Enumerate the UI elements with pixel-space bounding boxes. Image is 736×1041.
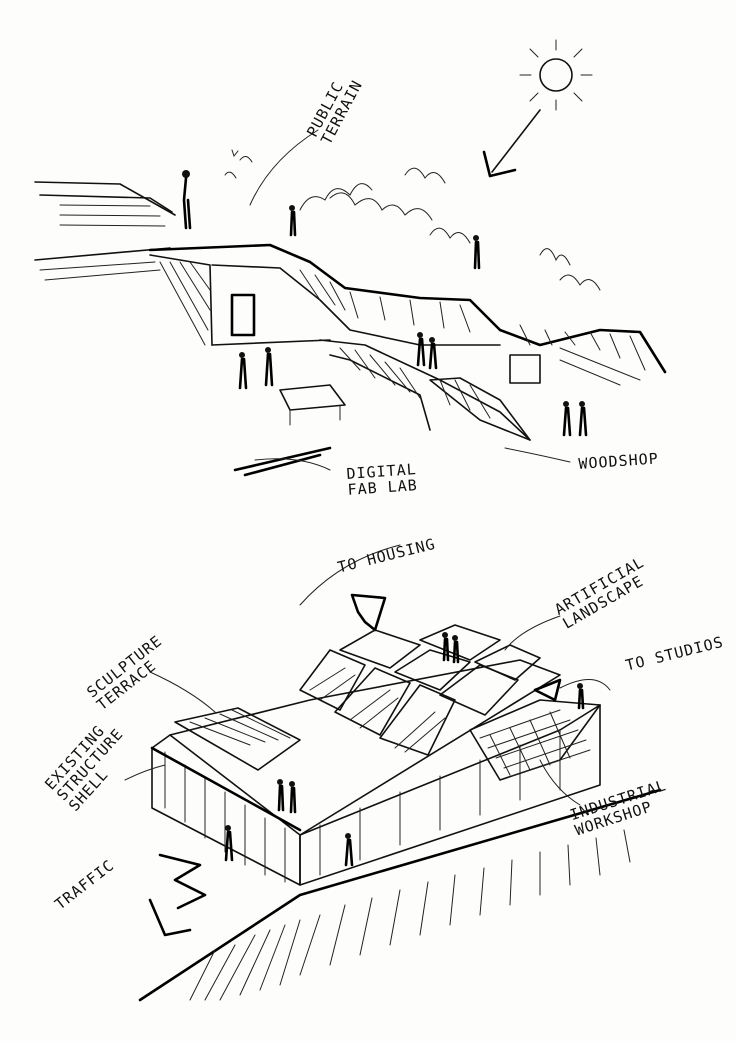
- sun-icon: [519, 39, 593, 111]
- person-figure-icon: [442, 632, 450, 662]
- top-axonometric-sketch: [34, 39, 667, 477]
- to-studios-arrow-icon: [533, 678, 611, 702]
- to-housing-arrow-icon: [299, 544, 401, 632]
- person-figure-icon: [428, 337, 438, 370]
- person-figure-icon: [578, 401, 588, 437]
- person-figure-icon: [562, 401, 572, 437]
- person-figure-icon: [473, 235, 481, 270]
- person-figure-icon: [264, 347, 274, 387]
- person-figure-icon: [277, 779, 285, 812]
- traffic-arrow-icon: [148, 853, 207, 937]
- person-figure-icon: [289, 781, 297, 814]
- person-figure-icon: [182, 170, 192, 230]
- person-figure-icon: [452, 635, 460, 664]
- person-figure-icon: [238, 352, 248, 390]
- person-figure-icon: [344, 833, 354, 867]
- person-figure-icon: [224, 825, 234, 862]
- person-figure-icon: [577, 683, 585, 710]
- bottom-axonometric-sketch: [124, 544, 662, 1002]
- sun-direction-arrow-icon: [482, 109, 541, 178]
- person-figure-icon: [416, 332, 426, 367]
- label-digital-fab-lab: DIGITAL FAB LAB: [346, 460, 418, 499]
- person-figure-icon: [289, 205, 297, 237]
